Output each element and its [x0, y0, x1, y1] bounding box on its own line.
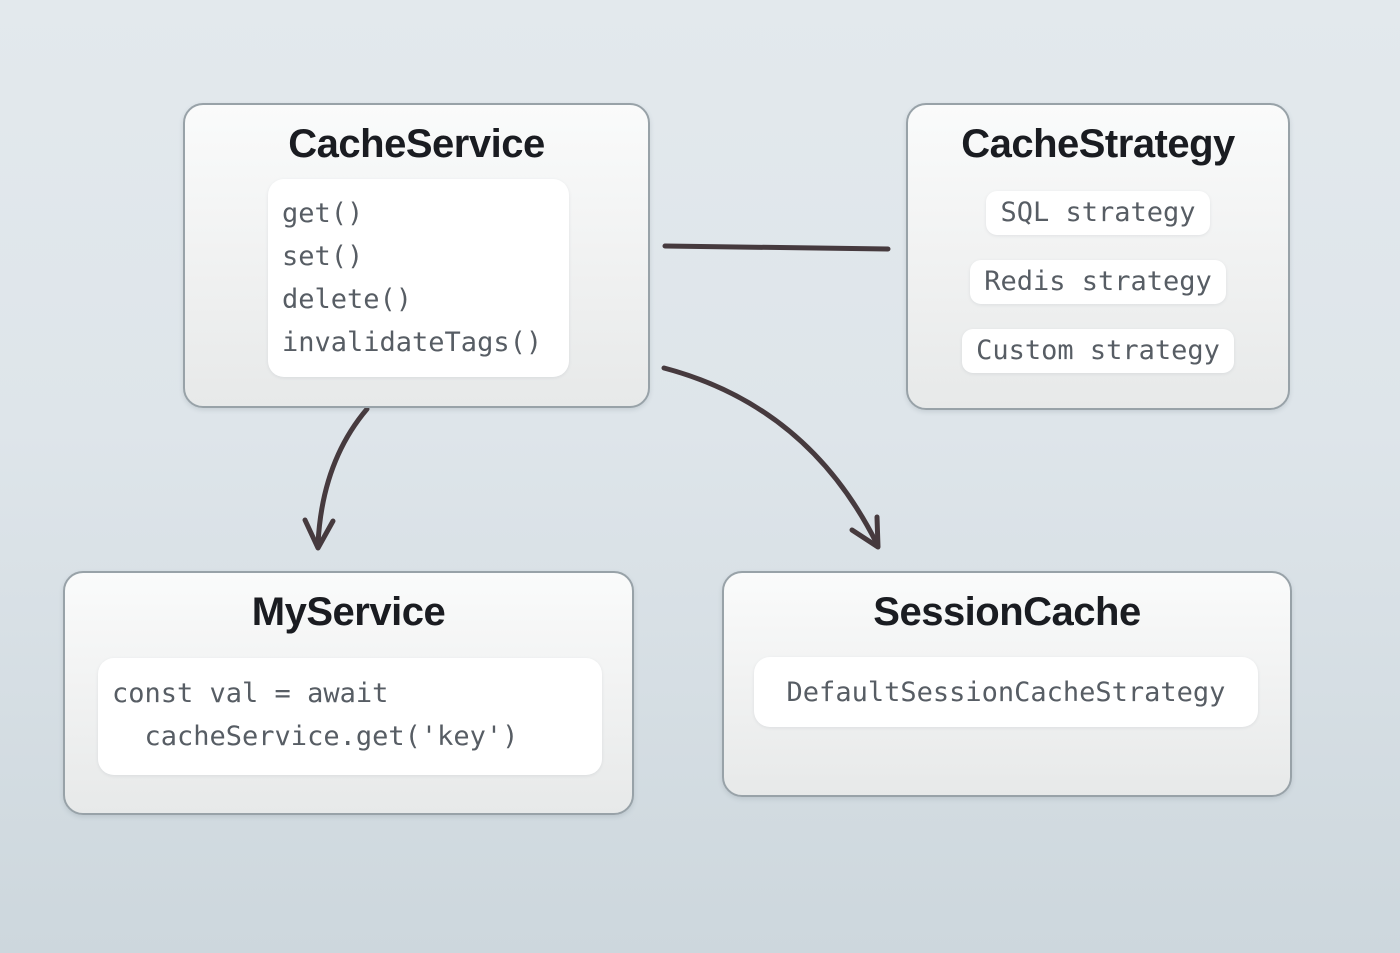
node-cachestrategy: CacheStrategy SQL strategy Redis strateg…: [906, 103, 1290, 410]
edge-cacheservice-sessioncache: [661, 365, 880, 547]
strategy-pill-sql: SQL strategy: [986, 191, 1210, 235]
sessioncache-strategy-pill: DefaultSessionCacheStrategy: [754, 657, 1258, 727]
method-invalidatetags: invalidateTags(): [282, 327, 543, 358]
node-cachestrategy-title: CacheStrategy: [961, 122, 1235, 166]
method-delete: delete(): [282, 284, 413, 315]
method-get: get(): [282, 198, 364, 229]
node-cacheservice-title: CacheService: [288, 122, 545, 166]
node-sessioncache-title: SessionCache: [873, 590, 1141, 634]
method-set: set(): [282, 241, 364, 272]
myservice-code-line-1: const val = await: [112, 678, 389, 709]
myservice-code-block: const val = await cacheService.get('key'…: [98, 658, 602, 775]
node-myservice-title: MyService: [251, 590, 446, 634]
node-myservice: MyService const val = await cacheService…: [63, 571, 634, 815]
edge-cacheservice-sessioncache-arrowhead: [849, 514, 881, 550]
edge-cacheservice-cachestrategy: [662, 243, 891, 252]
edge-cacheservice-myservice-arrowhead: [302, 517, 336, 551]
strategy-pill-redis: Redis strategy: [970, 260, 1226, 304]
node-sessioncache: SessionCache DefaultSessionCacheStrategy: [722, 571, 1292, 797]
edge-cacheservice-myservice: [315, 406, 370, 547]
strategy-pill-custom: Custom strategy: [962, 329, 1234, 373]
cacheservice-methods-block: get() set() delete() invalidateTags(): [268, 179, 569, 377]
node-cacheservice: CacheService get() set() delete() invali…: [183, 103, 650, 408]
myservice-code-line-2: cacheService.get('key'): [112, 721, 519, 752]
